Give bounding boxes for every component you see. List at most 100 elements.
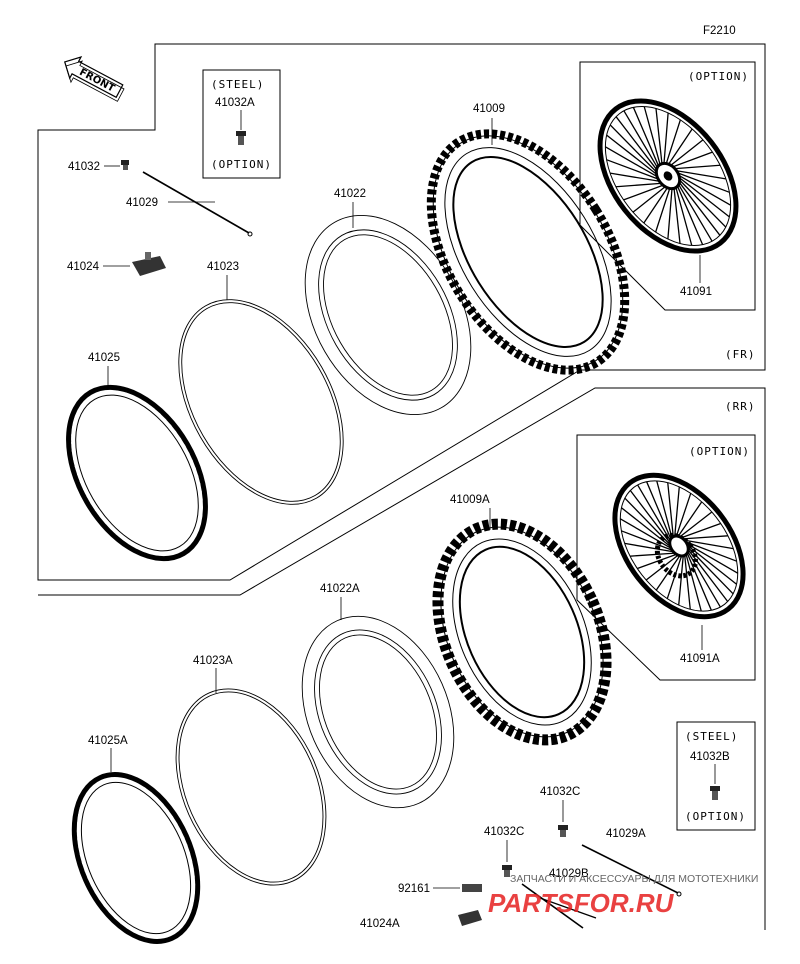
wheel-spoke [637, 484, 671, 540]
wheel-spoke [632, 185, 667, 213]
wheel-spoke [673, 164, 721, 170]
wheel-spoke [656, 480, 673, 537]
wheel-spoke [682, 522, 721, 538]
wheel-spoke [685, 555, 702, 612]
wheel-spoke [623, 184, 665, 201]
wheel-spoke [684, 556, 691, 610]
wheel-spoke [676, 493, 692, 536]
wheel-spoke [671, 151, 713, 168]
watermark-tagline: ЗАПЧАСТИ И АКСЕССУАРЫ ДЛЯ МОТОТЕХНИКИ [510, 873, 758, 885]
rear-tube-label: 41022A [320, 583, 360, 595]
rear-spoke-b-label: 41029B [549, 868, 589, 880]
front-steel-option-box [202, 69, 281, 179]
wheel-spoke [677, 176, 730, 218]
wheel-spoke [621, 507, 670, 546]
front-tire [426, 129, 630, 375]
rim-lock-icon [132, 252, 166, 276]
front-steel-header: (STEEL) [211, 78, 264, 91]
wheel-spoke [666, 556, 682, 599]
wheel-spoke [632, 107, 660, 169]
rear-spoke-a-label: 41029A [606, 828, 646, 840]
wheel-spoke [669, 139, 704, 167]
watermark-brand: PARTSFOR.RU [488, 888, 675, 918]
wheel-spoke [688, 546, 737, 585]
front-steel-part-label: 41032A [215, 97, 255, 109]
wheel-spoke [678, 556, 684, 606]
rear-rim-label: 41025A [88, 735, 128, 747]
wheel-spoke [680, 511, 713, 537]
spoke-label: 41029 [126, 197, 158, 209]
rear-spoke-b-icon [521, 883, 584, 929]
wheel-spoke [676, 183, 704, 245]
wheel-spoke [687, 553, 712, 611]
front-tube-label: 41022 [334, 188, 366, 200]
front-wheel-option-box [579, 61, 756, 311]
wheel-spoke [643, 186, 669, 224]
front-rim [66, 384, 208, 562]
spoke-nipple-icon [121, 160, 129, 170]
spoke-nipple-label: 41032 [68, 161, 100, 173]
wheel-spoke [677, 178, 727, 228]
rear-nipple-icon-2 [502, 865, 512, 877]
rear-spoke-a-icon [581, 844, 679, 894]
wheel-spoke [643, 106, 662, 167]
rear-wheel-assy-label: 41091A [680, 653, 720, 665]
rim-lock-label: 41024 [67, 261, 100, 273]
rear-steel-header: (STEEL) [685, 730, 738, 743]
wheel-spoke [674, 486, 680, 536]
wheel-spoke [623, 110, 660, 170]
wheel-spoke [606, 134, 659, 176]
wheel-spoke [629, 490, 670, 542]
rear-tire [432, 518, 612, 746]
rear-rim-band-label: 41023A [193, 655, 233, 667]
figure-code: F2210 [703, 25, 736, 37]
wheel-spoke [663, 112, 669, 166]
wheel-spoke [646, 481, 671, 539]
rear-nipple-icon-1 [558, 825, 568, 837]
wheel-spoke [685, 539, 734, 550]
wheel-spoke [676, 171, 730, 193]
rear-rim-lock-icon [458, 910, 482, 926]
rear-wheel-assy [612, 472, 746, 620]
rear-tube [301, 615, 455, 809]
wheel-spoke [655, 108, 663, 166]
wheel-spoke [684, 535, 728, 540]
rear-rim-lock-label: 41024A [360, 918, 400, 930]
rear-nipple-label-2: 41032C [484, 826, 524, 838]
wheel-spoke [621, 530, 671, 551]
rear-tire-label: 41009A [450, 494, 490, 506]
wheel-spoke [674, 169, 727, 180]
wheel-spoke [673, 186, 681, 244]
wheel-spoke [667, 482, 674, 536]
screw-label: 92161 [398, 883, 430, 895]
rear-panel-frame [38, 387, 766, 930]
front-section-label: (FR) [725, 348, 756, 361]
rear-nipple-label-1: 41032C [540, 786, 580, 798]
front-rim-band [178, 299, 344, 505]
front-panel-frame [37, 43, 766, 581]
wheel-spoke [665, 119, 681, 166]
wheel-spoke [655, 186, 671, 233]
rear-steel-nipple-icon [710, 786, 720, 800]
wheel-spoke [688, 550, 729, 602]
wheel-spoke [687, 541, 737, 562]
front-wheel-assy [597, 98, 739, 254]
rear-section-label: (RR) [725, 400, 756, 413]
rear-wheel-option-label: (OPTION) [689, 445, 750, 458]
front-rim-band-label: 41023 [207, 261, 239, 273]
rear-rim-band [175, 688, 327, 886]
wheel-spoke [637, 554, 676, 570]
wheel-spoke [678, 501, 703, 536]
wheel-spoke [609, 172, 662, 183]
wheel-spoke [677, 173, 731, 206]
wheel-spoke [667, 128, 693, 166]
wheel-spoke [624, 497, 670, 544]
spoke-icon [142, 171, 250, 234]
wheel-spoke [667, 186, 673, 240]
wheel-spoke [615, 182, 663, 188]
front-wheel-option-label: (OPTION) [688, 70, 749, 83]
wheel-spoke [677, 180, 721, 236]
wheel-spoke [605, 146, 659, 179]
screw-icon [462, 884, 482, 892]
